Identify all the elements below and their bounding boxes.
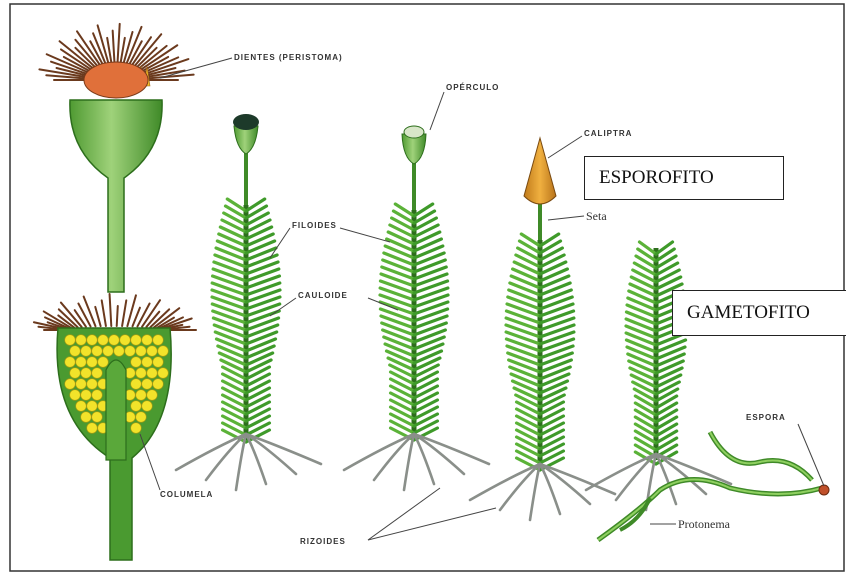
esporofito-box: ESPOROFITO — [584, 156, 784, 200]
label-rizoides: RIZOIDES — [300, 537, 346, 546]
plants-group — [176, 199, 731, 520]
operculo-shape — [404, 126, 424, 138]
columela-shape — [106, 360, 126, 460]
label-caliptra: CALIPTRA — [584, 129, 632, 138]
label-espora: ESPORA — [746, 413, 786, 422]
label-dientes: DIENTES (PERISTOMA) — [234, 53, 343, 62]
caliptra-shape — [524, 138, 556, 204]
sporophyte-3 — [524, 138, 556, 240]
peristome-small-icon — [233, 114, 259, 130]
sporophyte-1 — [233, 114, 259, 205]
label-operculo: OPÉRCULO — [446, 83, 499, 92]
label-seta: Seta — [586, 209, 607, 223]
gametofito-box: GAMETOFITO — [672, 290, 846, 336]
label-protonema: Protonema — [678, 517, 731, 531]
label-cauloide: CAULOIDE — [298, 291, 348, 300]
capsule-section — [34, 294, 196, 560]
capsule-with-peristome — [39, 24, 193, 292]
capsule-mouth — [84, 62, 148, 98]
label-filoides: FILOIDES — [292, 221, 337, 230]
sporophyte-2 — [402, 126, 426, 210]
label-columela: COLUMELA — [160, 490, 213, 499]
spore-icon — [819, 485, 829, 495]
peristome-teeth-bottom-icon — [34, 294, 196, 330]
capsule-body — [70, 100, 162, 292]
